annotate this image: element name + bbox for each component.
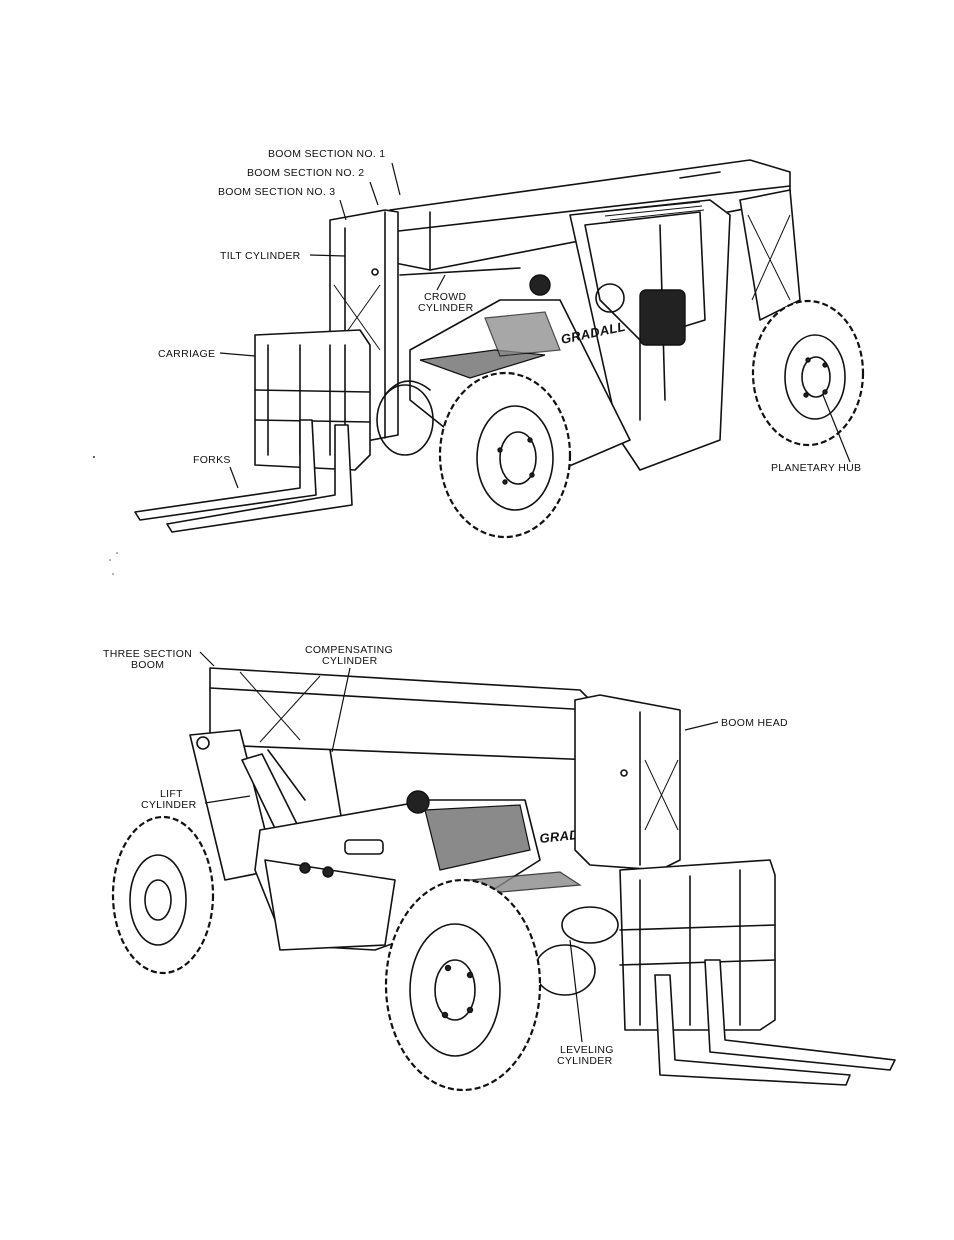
bottom-leveling-cylinder (561, 906, 619, 944)
label-three-section-boom-line2: BOOM (131, 659, 164, 671)
label-leveling-cylinder-line1: LEVELING (560, 1044, 614, 1056)
pointer-crowd-cylinder (436, 274, 446, 291)
pointer-tilt-cylinder (309, 254, 346, 257)
label-leveling-cylinder-line2: CYLINDER (557, 1055, 613, 1067)
bottom-three-section-boom (209, 667, 596, 761)
top-fork-left (134, 419, 317, 521)
label-boom-section-2: BOOM SECTION NO. 2 (247, 167, 364, 179)
bottom-fork-left (654, 974, 851, 1086)
label-boom-section-3: BOOM SECTION NO. 3 (218, 186, 335, 198)
pointer-forks (229, 466, 239, 489)
label-boom-section-1: BOOM SECTION NO. 1 (268, 148, 385, 160)
top-planetary-hub (801, 356, 831, 398)
pointer-planetary-hub (822, 394, 851, 463)
pointer-carriage (219, 352, 256, 357)
bottom-engine-grille (424, 804, 531, 871)
label-three-section-boom-line1: THREE SECTION (103, 648, 192, 660)
top-rear-tire (751, 299, 865, 447)
bottom-forklift-illustration: GRADALL (111, 667, 896, 1092)
bottom-labels: THREE SECTION BOOM COMPENSATING CYLINDER… (103, 644, 788, 1067)
pointer-leveling-cylinder (569, 939, 583, 1043)
bottom-boom-head (574, 694, 681, 871)
label-boom-head: BOOM HEAD (721, 717, 788, 729)
top-front-tire (438, 371, 572, 539)
pointer-lift-cylinder (204, 795, 251, 804)
label-compensating-cylinder-line1: COMPENSATING (305, 644, 393, 656)
bottom-rear-tire (111, 815, 215, 975)
label-carriage: CARRIAGE (158, 348, 215, 360)
label-lift-cylinder-line1: LIFT (160, 788, 183, 800)
label-crowd-cylinder-line2: CYLINDER (418, 302, 474, 314)
pointer-boom-section-2 (369, 181, 379, 206)
label-forks: FORKS (193, 454, 231, 466)
bottom-front-tire (384, 878, 542, 1092)
bottom-carriage (619, 859, 776, 1031)
pointer-boom-section-3 (339, 199, 347, 221)
pointer-boom-section-1 (391, 162, 401, 196)
bottom-fork-right (704, 959, 896, 1071)
top-forklift-illustration: GRADALL (134, 159, 865, 539)
top-deck-grille (419, 349, 546, 379)
label-planetary-hub: PLANETARY HUB (771, 462, 861, 474)
label-crowd-cylinder-line1: CROWD (424, 291, 466, 303)
scan-specks (93, 456, 118, 575)
pointer-boom-head (684, 721, 719, 731)
top-labels: BOOM SECTION NO. 1 BOOM SECTION NO. 2 BO… (158, 148, 861, 489)
label-tilt-cylinder: TILT CYLINDER (220, 250, 301, 262)
pointer-compensating-cylinder (331, 667, 351, 753)
top-fork-right (166, 424, 353, 533)
label-lift-cylinder-line2: CYLINDER (141, 799, 197, 811)
pointer-three-section-boom (199, 651, 215, 667)
label-compensating-cylinder-line2: CYLINDER (322, 655, 378, 667)
